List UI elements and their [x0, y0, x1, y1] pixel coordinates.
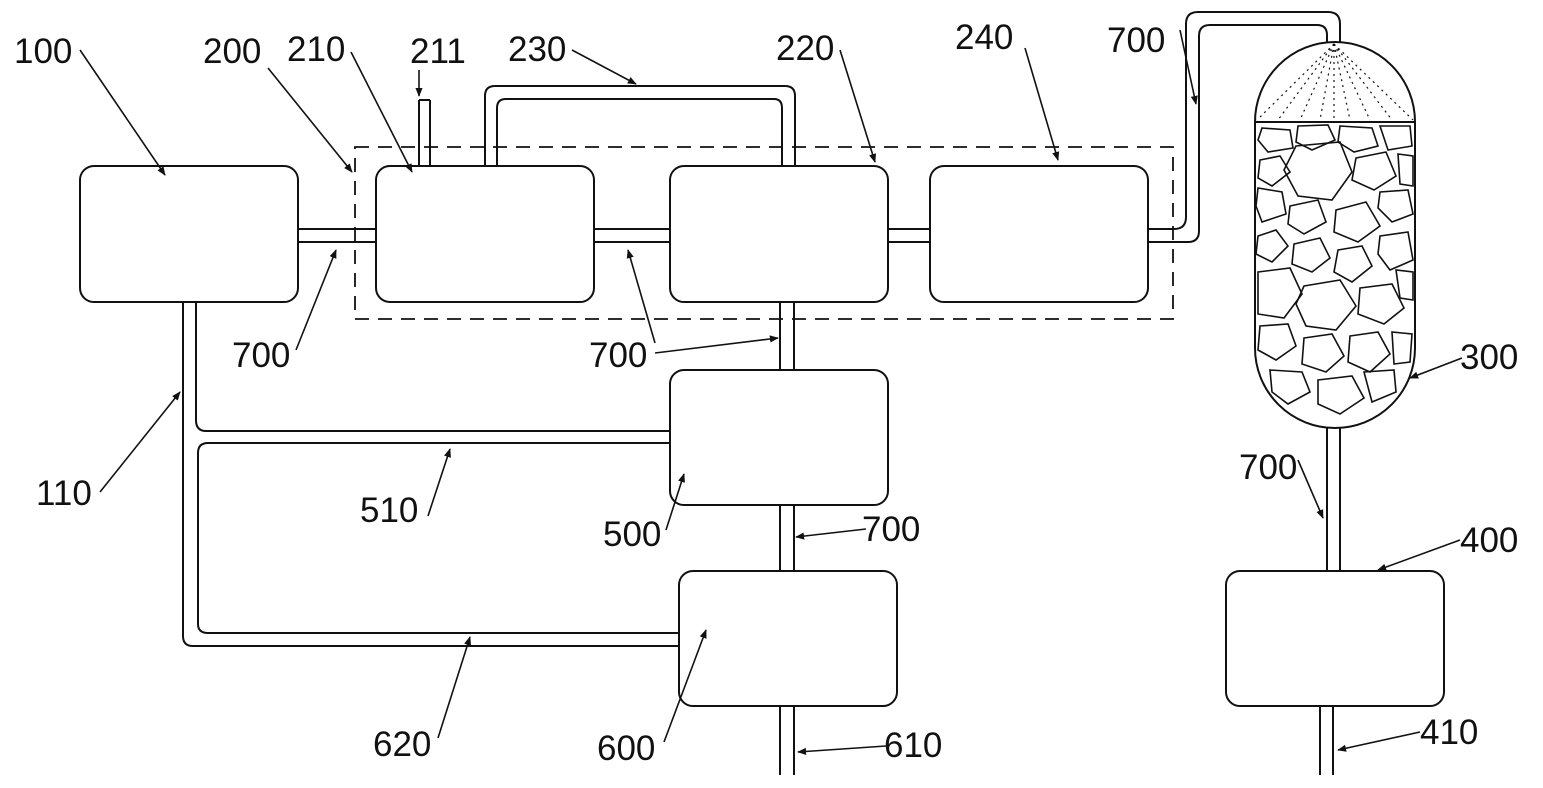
tower-300 [1254, 41, 1416, 429]
label-110: 110 [36, 474, 92, 513]
label-220: 220 [776, 29, 834, 68]
pipes [182, 11, 1341, 775]
label-210: 210 [287, 30, 345, 69]
unit-100-box [79, 165, 299, 303]
label-500: 500 [603, 515, 661, 554]
spray-lines [1256, 43, 1414, 121]
unit-400-box [1225, 570, 1445, 707]
label-620: 620 [373, 725, 431, 764]
label-700-a: 700 [232, 336, 290, 375]
label-200: 200 [203, 32, 261, 71]
label-211: 211 [410, 32, 466, 71]
labels: 100 200 210 211 230 220 240 700 700 700 … [14, 18, 1518, 768]
unit-210-box [375, 165, 595, 303]
label-240: 240 [955, 18, 1013, 57]
unit-200-boundary [354, 146, 1174, 320]
unit-500-box [669, 369, 889, 506]
label-510: 510 [360, 491, 418, 530]
label-700-top: 700 [1107, 21, 1165, 60]
unit-240-box [929, 165, 1149, 303]
unit-220-box [669, 165, 889, 303]
label-610: 610 [884, 726, 942, 765]
label-410: 410 [1420, 713, 1478, 752]
label-700-b: 700 [589, 336, 647, 375]
packing-media [1255, 124, 1414, 415]
label-230: 230 [508, 30, 566, 69]
label-400: 400 [1460, 521, 1518, 560]
label-300: 300 [1460, 338, 1518, 377]
leader-lines [79, 29, 1463, 756]
label-700-d: 700 [862, 510, 920, 549]
label-700-c: 700 [1239, 448, 1297, 487]
unit-600-box [678, 570, 898, 707]
label-100: 100 [14, 32, 72, 71]
label-600: 600 [597, 729, 655, 768]
